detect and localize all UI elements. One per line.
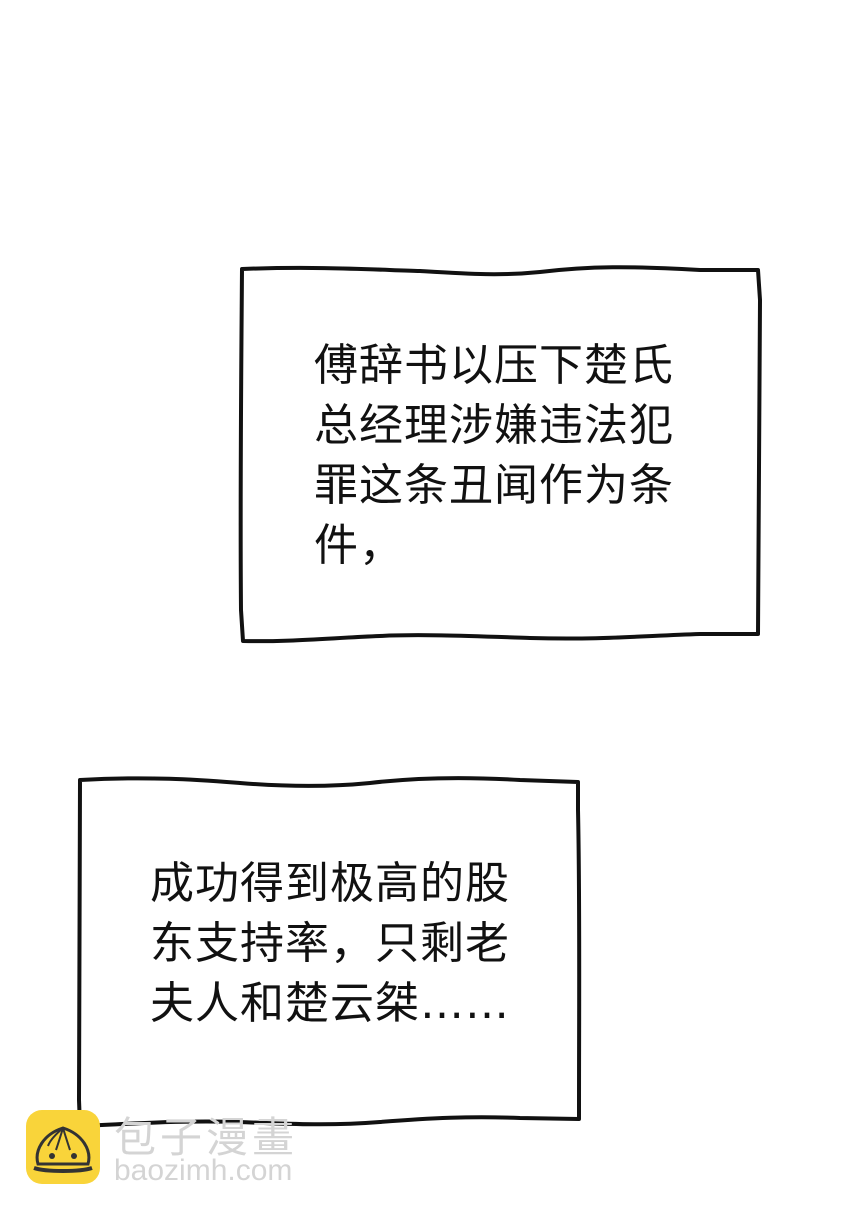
caption-text-2: 成功得到极高的股 东支持率，只剩老 夫人和楚云桀……	[150, 858, 510, 1029]
watermark-url: baozimh.com	[114, 1154, 293, 1187]
steamed-bun-icon	[26, 1110, 100, 1184]
caption-text-1: 傅辞书以压下楚氏 总经理涉嫌违法犯 罪这条丑闻作为条 件，	[314, 340, 674, 571]
watermark-title: 包子漫畫	[114, 1113, 299, 1162]
watermark: 包子漫畫 baozimh.com	[26, 1110, 326, 1190]
